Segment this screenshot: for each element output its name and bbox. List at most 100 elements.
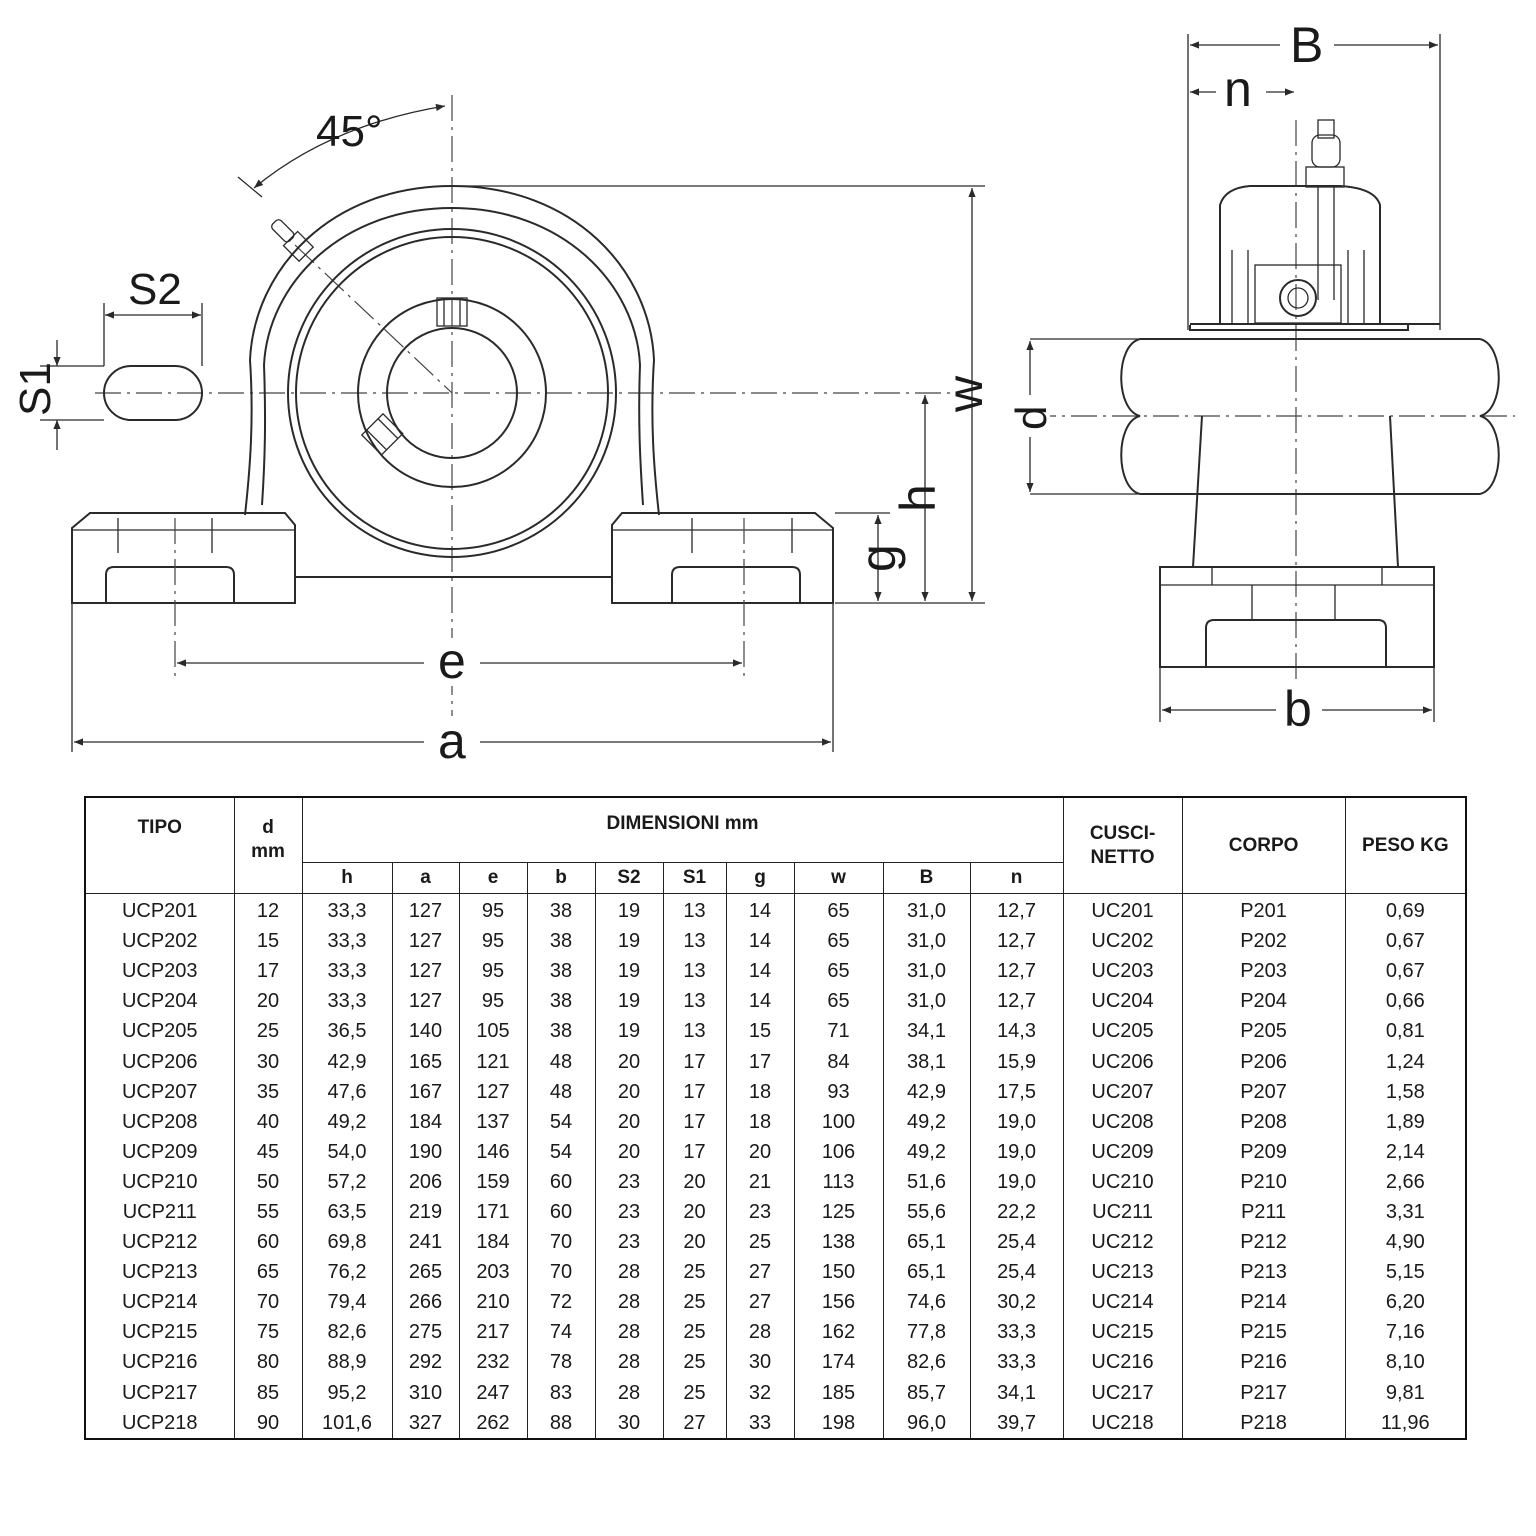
table-cell: 49,2 <box>301 1106 393 1137</box>
table-cell: 121 <box>458 1046 528 1077</box>
table-cell: 0,67 <box>1344 926 1467 957</box>
table-cell: 60 <box>233 1227 303 1258</box>
table-cell: 266 <box>391 1287 460 1318</box>
table-cell: 33,3 <box>969 1317 1064 1348</box>
table-cell: 210 <box>458 1287 528 1318</box>
table-cell: 34,1 <box>882 1016 971 1047</box>
header-dimensioni: DIMENSIONI mm <box>301 796 1064 863</box>
table-cell: 51,6 <box>882 1166 971 1197</box>
table-cell: 127 <box>391 956 460 987</box>
table-cell: 31,0 <box>882 893 971 927</box>
table-cell: 31,0 <box>882 956 971 987</box>
big-b-label: B <box>1290 17 1323 73</box>
table-cell: 17 <box>662 1076 727 1107</box>
table-cell: 72 <box>526 1287 596 1318</box>
table-cell: 19 <box>594 893 664 927</box>
table-cell: 275 <box>391 1317 460 1348</box>
table-cell: 1,24 <box>1344 1046 1467 1077</box>
table-cell: 40 <box>233 1106 303 1137</box>
table-cell: 28 <box>594 1257 664 1288</box>
table-cell: UC201 <box>1062 893 1183 927</box>
table-cell: 0,69 <box>1344 893 1467 927</box>
table-cell: 77,8 <box>882 1317 971 1348</box>
table-cell: 159 <box>458 1166 528 1197</box>
header-d-symbol: d <box>262 817 274 838</box>
table-cell: P213 <box>1181 1257 1346 1288</box>
table-cell: 38 <box>526 956 596 987</box>
table-cell: 14 <box>725 893 795 927</box>
table-cell: 13 <box>662 956 727 987</box>
table-cell: 48 <box>526 1076 596 1107</box>
table-cell: P216 <box>1181 1347 1346 1378</box>
table-cell: 13 <box>662 1016 727 1047</box>
table-cell: 65,1 <box>882 1257 971 1288</box>
table-cell: 65,1 <box>882 1227 971 1258</box>
header-d: d mm <box>233 796 303 894</box>
table-cell: 54 <box>526 1106 596 1137</box>
table-cell: 105 <box>458 1016 528 1047</box>
table-cell: 27 <box>662 1407 727 1439</box>
table-cell: 65 <box>793 893 884 927</box>
table-cell: 35 <box>233 1076 303 1107</box>
table-cell: 38 <box>526 1016 596 1047</box>
angle-label: 45° <box>316 107 383 156</box>
table-cell: 162 <box>793 1317 884 1348</box>
table-cell: 15,9 <box>969 1046 1064 1077</box>
table-cell: 28 <box>594 1347 664 1378</box>
table-cell: UCP218 <box>84 1407 235 1439</box>
table-cell: 14 <box>725 986 795 1017</box>
table-cell: 20 <box>233 986 303 1017</box>
header-cuscinetto: CUSCI- NETTO <box>1062 796 1183 894</box>
table-cell: 125 <box>793 1196 884 1228</box>
table-cell: 42,9 <box>882 1076 971 1107</box>
table-cell: 15 <box>233 926 303 957</box>
table-cell: 33,3 <box>301 956 393 987</box>
table-cell: 127 <box>458 1076 528 1107</box>
table-cell: 36,5 <box>301 1016 393 1047</box>
table-cell: 65 <box>233 1257 303 1288</box>
table-cell: 19 <box>594 926 664 957</box>
table-cell: 138 <box>793 1227 884 1258</box>
table-cell: 0,67 <box>1344 956 1467 987</box>
subheader-e: e <box>458 862 528 894</box>
table-cell: 54 <box>526 1136 596 1167</box>
front-view: 45° S2 S1 w h g e a <box>11 95 993 769</box>
table-cell: 127 <box>391 926 460 957</box>
table-cell: 17 <box>725 1046 795 1077</box>
table-cell: 20 <box>662 1166 727 1197</box>
dimensions-table: TIPO d mm DIMENSIONI mm CUSCI- NETTO COR… <box>84 796 1468 1440</box>
table-cell: 48 <box>526 1046 596 1077</box>
table-cell: 20 <box>725 1136 795 1167</box>
table-cell: 90 <box>233 1407 303 1439</box>
table-cell: UCP201 <box>84 893 235 927</box>
table-cell: 127 <box>391 893 460 927</box>
d-label: d <box>1007 406 1056 430</box>
table-cell: 19 <box>594 1016 664 1047</box>
table-cell: 20 <box>594 1046 664 1077</box>
table-cell: 25,4 <box>969 1227 1064 1258</box>
table-cell: 96,0 <box>882 1407 971 1439</box>
table-cell: 206 <box>391 1166 460 1197</box>
table-cell: UCP206 <box>84 1046 235 1077</box>
table-cell: 27 <box>725 1257 795 1288</box>
table-cell: 292 <box>391 1347 460 1378</box>
table-cell: 150 <box>793 1257 884 1288</box>
table-cell: UC213 <box>1062 1257 1183 1288</box>
table-cell: UC208 <box>1062 1106 1183 1137</box>
table-cell: 57,2 <box>301 1166 393 1197</box>
table-cell: UCP217 <box>84 1377 235 1408</box>
table-cell: 174 <box>793 1347 884 1378</box>
table-cell: 49,2 <box>882 1136 971 1167</box>
table-cell: P208 <box>1181 1106 1346 1137</box>
table-cell: 55,6 <box>882 1196 971 1228</box>
table-cell: 60 <box>526 1196 596 1228</box>
table-cell: 18 <box>725 1076 795 1107</box>
table-cell: 106 <box>793 1136 884 1167</box>
table-cell: 39,7 <box>969 1407 1064 1439</box>
table-cell: 45 <box>233 1136 303 1167</box>
